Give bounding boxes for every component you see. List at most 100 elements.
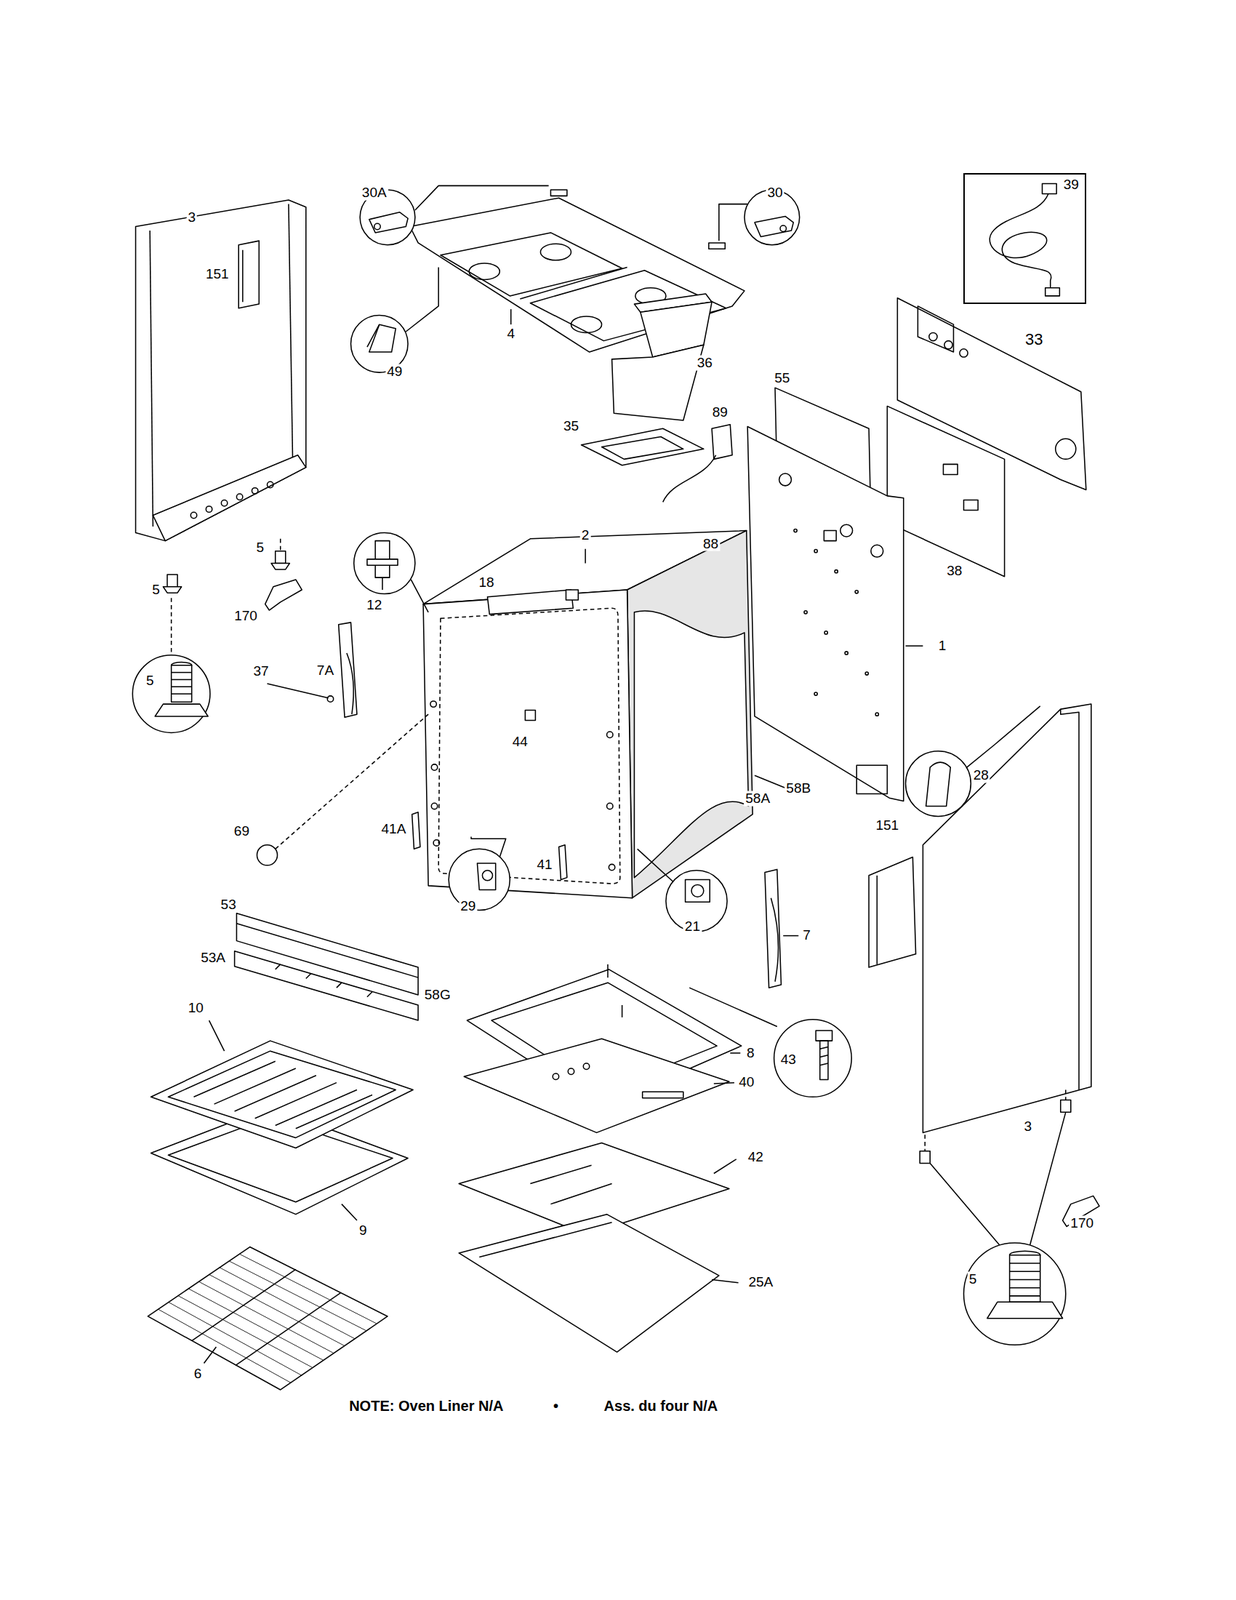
oven-cavity xyxy=(433,839,440,846)
drawer-assembly xyxy=(458,1214,720,1352)
broiler-pan xyxy=(341,1204,357,1221)
broiler-pan xyxy=(234,1075,317,1111)
sensor-detail xyxy=(410,579,429,613)
side-panel xyxy=(924,1134,926,1151)
oven-rack xyxy=(239,1253,377,1323)
leveling-leg xyxy=(154,703,208,717)
rear-panel xyxy=(747,426,904,801)
leveling-leg xyxy=(171,692,192,695)
side-panel xyxy=(288,204,294,462)
cooktop-frame xyxy=(519,267,627,299)
detail-circle xyxy=(685,879,711,902)
callout-number: 30A xyxy=(360,185,389,201)
callout-number: 55 xyxy=(772,370,792,387)
drawer-assembly xyxy=(689,987,778,1026)
clip xyxy=(265,579,302,611)
callout-number: 7 xyxy=(801,927,813,943)
small-part xyxy=(412,812,421,850)
callout-number: 43 xyxy=(779,1052,798,1068)
callout-number: 40 xyxy=(737,1074,756,1090)
rear-panel xyxy=(917,306,954,352)
drawer-assembly xyxy=(607,964,609,978)
side-panel xyxy=(987,1301,1063,1318)
rack-support xyxy=(346,652,354,714)
leveling-leg xyxy=(170,597,173,653)
detail-circle xyxy=(351,185,800,373)
rear-panel xyxy=(840,524,853,537)
side-panel xyxy=(876,875,878,965)
broiler-pan xyxy=(214,1068,296,1104)
side-panel xyxy=(868,857,917,968)
callout-number: 53A xyxy=(199,950,227,966)
clip xyxy=(265,579,1100,1227)
callout-number: 5 xyxy=(150,581,162,597)
oven-cavity xyxy=(487,589,573,615)
broil-rail xyxy=(275,964,281,970)
drawer-assembly xyxy=(458,964,852,1352)
bracket xyxy=(711,424,733,460)
rear-panel xyxy=(959,348,968,357)
oven-rack xyxy=(178,1295,312,1367)
broiler-pan xyxy=(295,1094,373,1128)
side-panel xyxy=(905,751,972,817)
small-part xyxy=(256,713,567,880)
callout-number: 41 xyxy=(535,857,554,873)
rear-panel xyxy=(929,332,938,341)
broiler-pan xyxy=(194,1060,276,1097)
sensor-detail xyxy=(367,559,398,565)
broiler-pan xyxy=(167,1050,396,1138)
cooktop-frame xyxy=(468,263,500,280)
detail-circle xyxy=(754,215,794,237)
cooktop-frame xyxy=(570,316,602,333)
detail-circle xyxy=(415,185,549,211)
drawer-assembly xyxy=(729,1052,741,1054)
detail-circle xyxy=(637,848,674,882)
sensor-detail xyxy=(354,532,416,594)
callout-number: 8 xyxy=(745,1044,757,1061)
drawer-assembly xyxy=(820,1062,829,1066)
callout-number: 53 xyxy=(219,897,238,913)
side-panel xyxy=(190,511,197,518)
side-panel xyxy=(1060,1100,1071,1113)
detail-circle xyxy=(369,324,396,352)
rear-panel xyxy=(779,473,792,486)
oven-rack xyxy=(147,1246,388,1390)
rear-panel xyxy=(905,644,924,647)
callout-number: 7A xyxy=(315,662,336,678)
leveling-leg xyxy=(279,538,282,552)
oven-rack xyxy=(147,1246,388,1390)
bracket xyxy=(663,455,717,503)
callout-number: 38 xyxy=(945,563,964,579)
callout-number: 9 xyxy=(357,1222,369,1238)
oven-cavity xyxy=(524,710,536,721)
oven-cavity xyxy=(607,802,613,809)
broil-rail xyxy=(336,982,342,988)
leveling-leg xyxy=(132,538,290,733)
oven-rack xyxy=(191,1268,296,1340)
detail-circle xyxy=(448,836,728,932)
rack-support xyxy=(327,695,333,702)
side-panel xyxy=(922,703,1091,1133)
broil-rail xyxy=(234,950,419,1021)
detail-circle xyxy=(482,870,493,881)
leveling-leg xyxy=(275,551,286,564)
note-text: Ass. du four N/A xyxy=(602,1397,720,1414)
vent-duct xyxy=(581,428,704,466)
detail-circle xyxy=(448,848,510,910)
leveling-leg xyxy=(132,655,211,733)
side-panel xyxy=(1009,1254,1041,1303)
leveling-leg xyxy=(171,671,192,674)
drawer-assembly xyxy=(820,1054,829,1058)
side-panel xyxy=(1009,1294,1041,1297)
power-cord xyxy=(989,194,1052,288)
rear-panel xyxy=(814,549,818,553)
detail-circle xyxy=(369,212,408,233)
rack-support xyxy=(338,622,357,717)
rear-panel xyxy=(1055,438,1077,459)
side-panel xyxy=(149,230,153,527)
callout-number: 3 xyxy=(1022,1118,1034,1134)
rear-panel xyxy=(814,692,818,696)
callout-number: 5 xyxy=(967,1270,979,1287)
oven-cavity xyxy=(438,607,621,884)
leveling-leg xyxy=(171,679,192,681)
